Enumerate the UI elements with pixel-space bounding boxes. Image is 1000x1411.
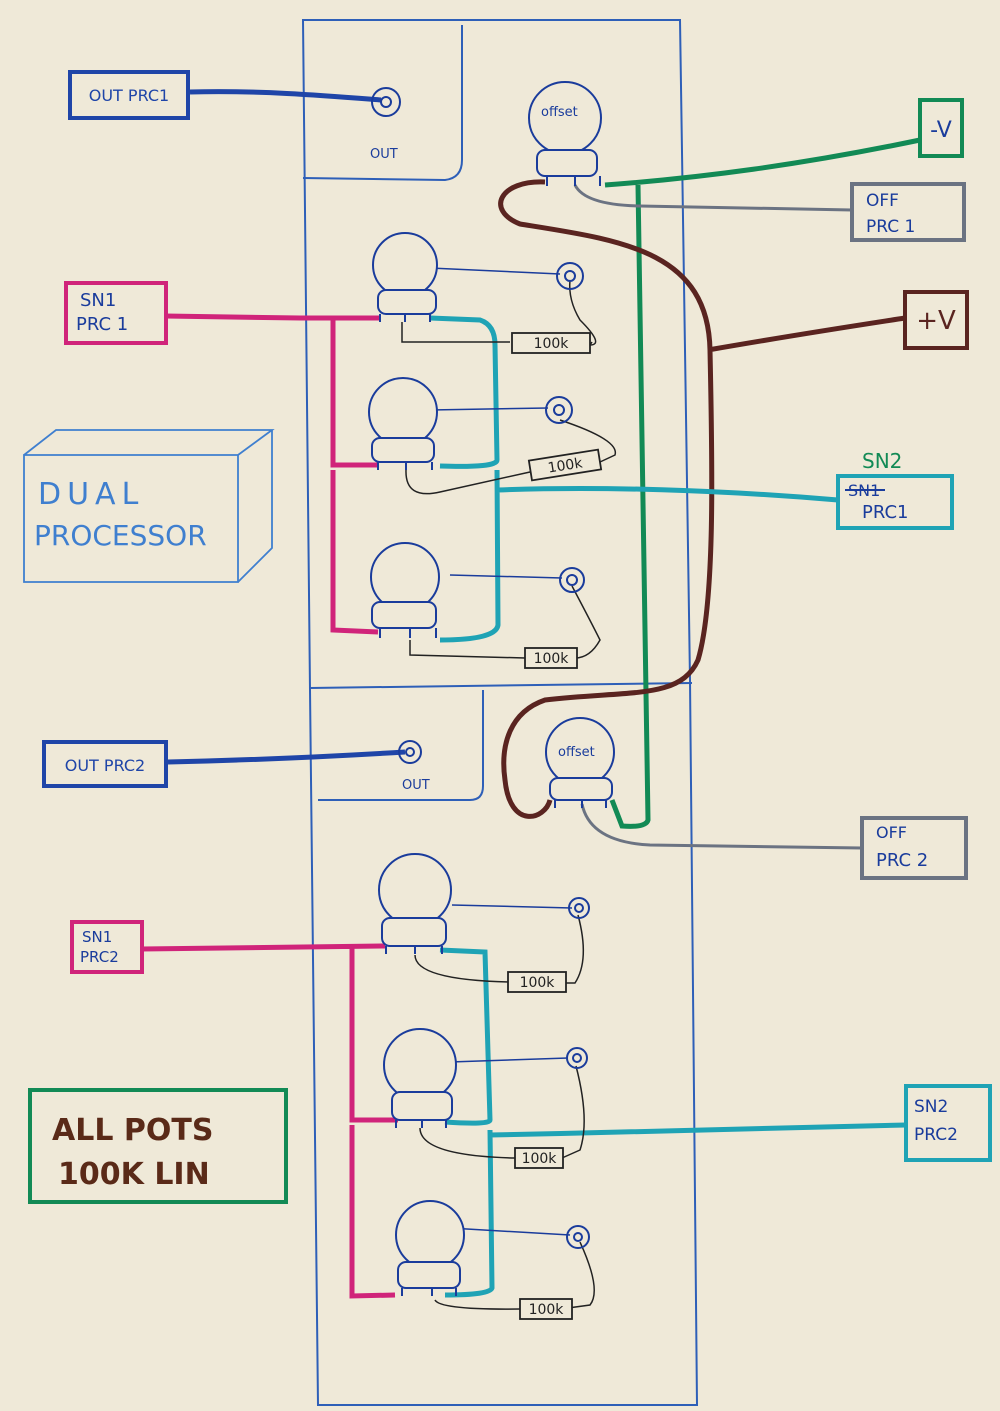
dual-processor-text-1: DUAL [38, 477, 144, 512]
jack-6 [566, 1225, 590, 1249]
sn2-prc1-tag: SN2 SN1 PRC1 [836, 449, 954, 530]
panel-section-bottom-out [318, 690, 484, 801]
pot-prc2-a [378, 853, 452, 954]
jack-out-prc1 [371, 87, 401, 117]
pot-offset-prc2-label: offset [558, 745, 595, 760]
off-prc1-text-2: PRC 1 [866, 217, 915, 237]
minus-v-text: -V [930, 118, 952, 143]
pot-prc1-b [368, 377, 438, 470]
jack-4 [568, 897, 590, 919]
pot-prc2-b [383, 1028, 457, 1128]
off-prc2-tag: OFF PRC 2 [860, 816, 968, 880]
plus-v-tag: +V [903, 290, 969, 350]
resistor-labels: 100k 100k 100k 100k 100k 100k [520, 336, 585, 1318]
wire-sn1-prc1 [164, 313, 380, 635]
resistor-4-label: 100k [520, 975, 556, 991]
wire-plus-v [498, 179, 906, 819]
out-prc2-tag: OUT PRC2 [42, 740, 168, 788]
resistor-1 [511, 332, 591, 354]
dual-processor-text-2: PROCESSOR [34, 519, 207, 552]
panel-outline [301, 19, 699, 1406]
jack-5 [566, 1047, 588, 1069]
resistor-4 [507, 971, 567, 993]
sn1-prc1-tag: SN1 PRC 1 [64, 281, 168, 345]
out-prc1-text: OUT PRC1 [89, 86, 169, 105]
wire-sn2-prc2 [439, 947, 907, 1298]
resistor-5 [514, 1147, 564, 1169]
jack-1 [556, 262, 584, 290]
sn1-prc1-text-2: PRC 1 [76, 314, 128, 335]
jack-out-prc2 [398, 740, 422, 764]
pot-offset-prc2 [545, 717, 615, 808]
note-box: ALL POTS 100K LIN [28, 1088, 288, 1204]
off-prc2-text-2: PRC 2 [876, 850, 928, 871]
resistor-5-label: 100k [522, 1151, 558, 1167]
plus-v-text: +V [916, 306, 956, 336]
panel-section-top-out [302, 25, 463, 182]
out-prc2-text: OUT PRC2 [65, 756, 145, 775]
note-text-2: 100K LIN [58, 1157, 210, 1192]
resistor-2-label: 100k [547, 455, 585, 476]
off-prc1-text-1: OFF [866, 191, 899, 211]
jack-out-prc1-label: OUT [370, 147, 398, 162]
thin-wiring [429, 267, 573, 1236]
out-prc1-tag: OUT PRC1 [68, 70, 190, 120]
jack-3 [559, 567, 585, 593]
resistor-3-label: 100k [534, 651, 570, 667]
pot-prc1-c [370, 542, 440, 638]
off-prc1-tag: OFF PRC 1 [850, 182, 966, 242]
jack-out-prc2-label: OUT [402, 778, 430, 793]
sn2-prc2-text-1: SN2 [914, 1097, 948, 1117]
panel-divider [309, 682, 693, 689]
sn1-prc2-text-1: SN1 [82, 928, 112, 946]
note-text-1: ALL POTS [52, 1113, 213, 1148]
pot-prc1-a [372, 232, 438, 322]
pot-offset-prc1-label: offset [541, 105, 578, 120]
sn2-prc1-top-text: SN2 [862, 449, 902, 473]
dual-processor-box: DUAL PROCESSOR [23, 429, 275, 583]
jack-2 [545, 396, 573, 424]
wire-off-prc1 [573, 184, 853, 212]
resistor-6-label: 100k [529, 1302, 565, 1318]
pots [368, 81, 615, 1296]
sn1-prc2-text-2: PRC2 [80, 948, 119, 966]
pot-prc2-c [395, 1200, 465, 1296]
sn2-prc2-text-2: PRC2 [914, 1125, 958, 1145]
pot-offset-prc1 [528, 81, 602, 186]
sn1-prc1-text-1: SN1 [80, 290, 116, 311]
sn1-prc2-tag: SN1 PRC2 [70, 920, 144, 974]
resistor-2 [527, 448, 603, 482]
resistor-3 [524, 647, 578, 669]
wire-sn1-prc2 [141, 943, 398, 1299]
wire-minus-v [604, 137, 921, 829]
sn2-prc1-text-2: PRC1 [862, 502, 909, 523]
sn2-prc2-tag: SN2 PRC2 [904, 1084, 992, 1162]
jacks [371, 87, 590, 1249]
resistors [507, 332, 603, 1320]
panel-text: OUT OUT offset offset [370, 105, 595, 793]
panel [301, 19, 699, 1406]
resistor-1-label: 100k [534, 336, 570, 352]
minus-v-tag: -V [918, 98, 964, 158]
resistor-6 [519, 1298, 573, 1320]
wire-out-prc2 [167, 749, 406, 765]
wire-sn2-prc1 [429, 315, 839, 643]
wire-out-prc1 [189, 89, 382, 103]
wire-off-prc2 [580, 803, 863, 850]
off-prc2-text-1: OFF [876, 823, 907, 842]
resistor-wiring [401, 279, 617, 1310]
